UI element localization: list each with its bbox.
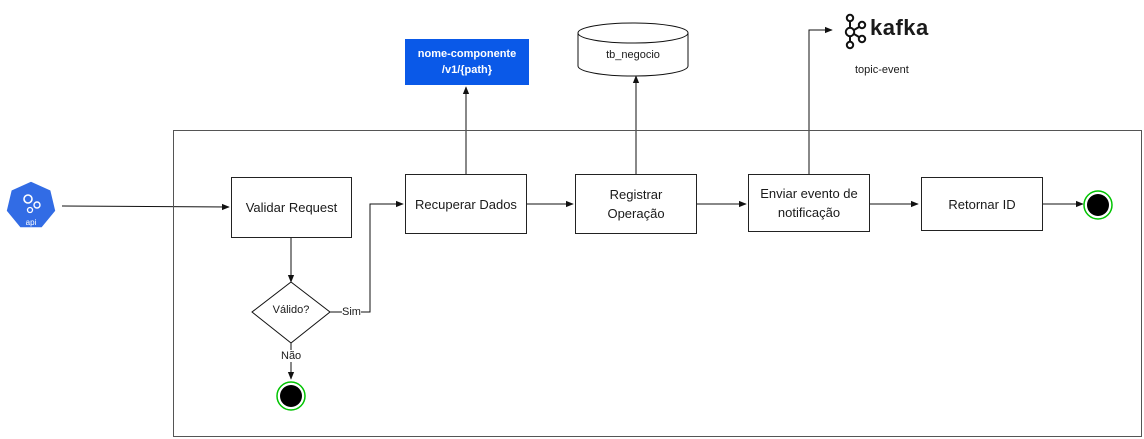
decision-no-label: Não: [281, 350, 302, 362]
end-event-success: [1083, 190, 1113, 220]
validate-request-label: Validar Request: [245, 200, 338, 215]
register-operation-label-line1: Registrar: [609, 187, 663, 202]
notify-event-label-line2: notificação: [777, 205, 841, 220]
end-event-invalid: [276, 381, 306, 411]
validate-request-step[interactable]: Validar Request: [231, 177, 352, 238]
kafka-logo-text: kafka: [870, 15, 929, 40]
database-cylinder: [577, 22, 689, 77]
kafka-topic-label: topic-event: [855, 64, 909, 76]
register-operation-label-line2: Operação: [607, 206, 665, 221]
kafka-logo-icon: [844, 13, 867, 50]
notify-event-label-line1: Enviar evento de: [760, 186, 858, 201]
process-frame: [173, 130, 1142, 437]
external-api-name: nome-componente: [417, 48, 517, 60]
register-operation-step[interactable]: Registrar Operação: [575, 174, 697, 234]
return-id-label: Retornar ID: [948, 196, 1016, 212]
database-name: tb_negocio: [606, 49, 660, 61]
external-api-path: /v1/{path}: [441, 64, 493, 76]
fetch-data-step[interactable]: Recuperar Dados: [405, 174, 527, 234]
decision-diamond: [251, 281, 331, 344]
decision-yes-label: Sim: [342, 306, 361, 318]
fetch-data-label: Recuperar Dados: [415, 196, 517, 212]
decision-question: Válido?: [272, 304, 310, 316]
edge-api-to-validate: [61, 203, 230, 211]
kubernetes-api-icon: [5, 180, 57, 229]
notify-event-step[interactable]: Enviar evento de notificação: [748, 174, 870, 232]
return-id-step[interactable]: Retornar ID: [921, 177, 1043, 231]
api-badge-label: api: [25, 218, 37, 227]
edge-notify-to-kafka: [808, 26, 833, 174]
external-api-box[interactable]: nome-componente /v1/{path}: [405, 39, 529, 85]
